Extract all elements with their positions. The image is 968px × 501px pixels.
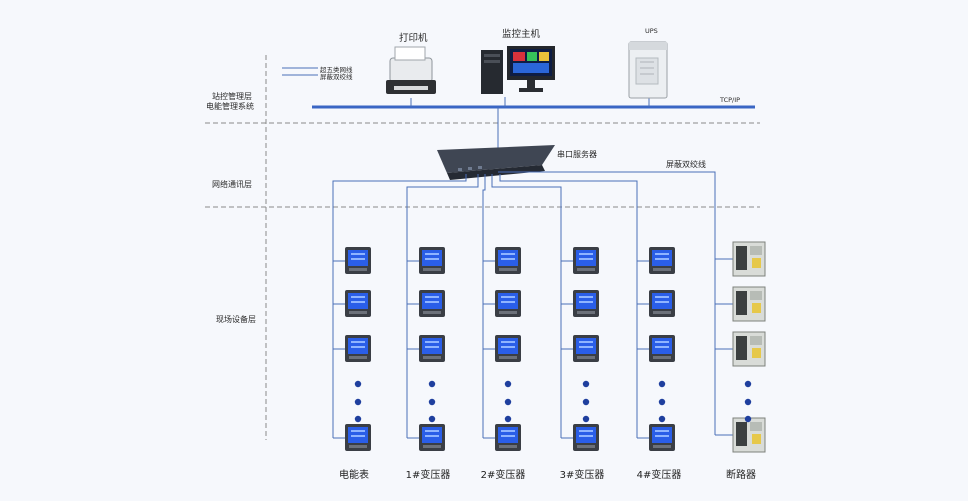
ellipsis-dot — [504, 415, 512, 423]
meter-transformer-2-icon — [495, 424, 521, 451]
ups-icon — [628, 41, 668, 99]
meter-transformer-3-icon — [573, 335, 599, 362]
ellipsis-dot — [744, 398, 752, 406]
feeder-transformer-2 — [482, 174, 486, 438]
ellipsis-dot — [354, 380, 362, 388]
meter-meter-icon — [345, 290, 371, 317]
feeder-transformer-4 — [499, 174, 638, 438]
meter-transformer-3-icon — [573, 247, 599, 274]
meter-transformer-4-icon — [649, 335, 675, 362]
ellipsis-dot — [582, 398, 590, 406]
ellipsis-dot — [744, 380, 752, 388]
ellipsis-dot — [428, 415, 436, 423]
meter-meter-icon — [345, 335, 371, 362]
serial-server-label: 串口服务器 — [557, 150, 597, 159]
column-label-transformer-2: 2#变压器 — [480, 470, 526, 481]
ellipsis-dot — [744, 415, 752, 423]
printer-icon — [386, 46, 436, 94]
ellipsis-dot — [354, 398, 362, 406]
ellipsis-dot — [658, 380, 666, 388]
meter-meter-icon — [345, 424, 371, 451]
meter-transformer-3-icon — [573, 424, 599, 451]
meter-transformer-4-icon — [649, 247, 675, 274]
breaker-icon — [732, 241, 766, 277]
meter-transformer-4-icon — [649, 424, 675, 451]
column-label-breaker: 断路器 — [726, 470, 756, 481]
breaker-icon — [732, 331, 766, 367]
host-computer-icon — [481, 46, 555, 94]
meter-meter-icon — [345, 247, 371, 274]
feeder-meter — [332, 174, 467, 438]
shielded-line-label: 屏蔽双绞线 — [666, 160, 706, 169]
meter-transformer-3-icon — [573, 290, 599, 317]
layer-label-network: 网络通讯层 — [212, 180, 252, 189]
layer-label-field: 现场设备层 — [216, 315, 256, 324]
legend-cat5: 超五类网线 — [320, 66, 353, 74]
printer-label: 打印机 — [399, 33, 428, 44]
bus-label: TCP/IP — [720, 96, 741, 104]
ellipsis-dot — [354, 415, 362, 423]
meter-transformer-1-icon — [419, 247, 445, 274]
breaker-icon — [732, 286, 766, 322]
column-label-transformer-4: 4#变压器 — [636, 470, 682, 481]
column-label-transformer-3: 3#变压器 — [559, 470, 605, 481]
legend-shielded: 屏蔽双绞线 — [320, 73, 353, 81]
meter-transformer-1-icon — [419, 424, 445, 451]
column-label-transformer-1: 1#变压器 — [405, 470, 451, 481]
meter-transformer-1-icon — [419, 290, 445, 317]
ellipsis-dot — [504, 398, 512, 406]
ellipsis-dot — [504, 380, 512, 388]
column-label-meter: 电能表 — [339, 470, 369, 481]
host-label: 监控主机 — [502, 29, 541, 40]
feeder-transformer-1 — [406, 174, 479, 438]
ups-label: UPS — [645, 27, 658, 35]
ellipsis-dot — [658, 398, 666, 406]
meter-transformer-2-icon — [495, 247, 521, 274]
feeder-transformer-3 — [491, 174, 562, 438]
meter-transformer-4-icon — [649, 290, 675, 317]
shielded-twisted-line — [498, 171, 716, 252]
ellipsis-dot — [658, 415, 666, 423]
layer-label-station: 站控管理层 — [212, 92, 252, 101]
serial-server-icon — [437, 145, 555, 180]
layer-label-system: 电能管理系统 — [206, 102, 254, 111]
meter-transformer-2-icon — [495, 335, 521, 362]
ellipsis-dot — [428, 398, 436, 406]
breaker-icon — [732, 417, 766, 453]
ellipsis-dot — [582, 380, 590, 388]
ellipsis-dot — [428, 380, 436, 388]
meter-transformer-1-icon — [419, 335, 445, 362]
meter-transformer-2-icon — [495, 290, 521, 317]
ellipsis-dot — [582, 415, 590, 423]
